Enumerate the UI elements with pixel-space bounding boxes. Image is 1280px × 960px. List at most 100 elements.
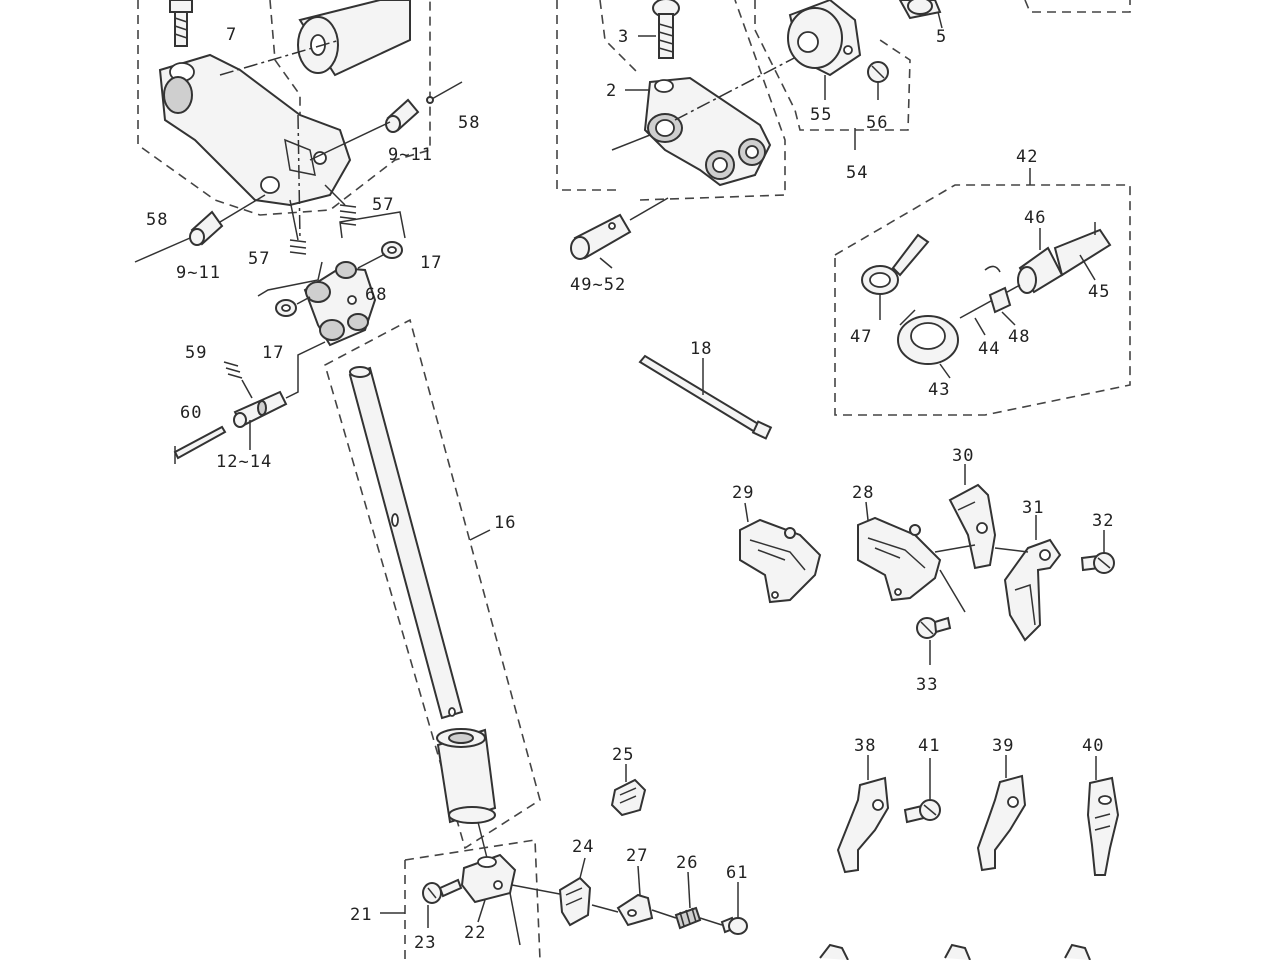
screw-top-left [169, 0, 193, 47]
needle-bar-bushing [436, 728, 497, 824]
collar-54-group [754, 0, 1131, 150]
callout-29: 29 [732, 483, 754, 503]
callout-30: 30 [952, 446, 974, 466]
thread-guide-39 [976, 774, 1027, 872]
callout-58: 58 [458, 113, 480, 133]
callout-9-11: 9~11 [388, 145, 433, 165]
callout-68: 68 [365, 285, 387, 305]
callout-31: 31 [1022, 498, 1044, 518]
callout-55: 55 [810, 105, 832, 125]
washer-17-upper [381, 241, 403, 259]
pin-58-right [426, 81, 463, 104]
callout-46: 46 [1024, 208, 1046, 228]
callout-42: 42 [1016, 147, 1038, 167]
callout-60: 60 [180, 403, 202, 423]
screw-32 [1080, 552, 1115, 574]
callout-17: 17 [420, 253, 442, 273]
callout-3: 3 [618, 27, 629, 47]
screw-61 [720, 916, 748, 935]
callout-21: 21 [350, 905, 372, 925]
screw-41 [903, 799, 941, 824]
callout-5: 5 [936, 27, 947, 47]
callout-2: 2 [606, 81, 617, 101]
hinge-pin-49-52 [570, 213, 632, 260]
needle-bar-crank-group [134, 0, 541, 863]
thread-guide-24 [558, 876, 592, 927]
callout-28: 28 [852, 483, 874, 503]
callout-16: 16 [494, 513, 516, 533]
pin-60 [173, 425, 227, 464]
connecting-link-68 [303, 261, 377, 347]
thread-guide-plate-27 [616, 893, 654, 927]
cable-tie-18 [638, 354, 773, 440]
callout-18: 18 [690, 339, 712, 359]
spring-57-right [339, 204, 357, 226]
callout-25: 25 [612, 745, 634, 765]
pin-58-left [134, 237, 191, 263]
callout-40: 40 [1082, 736, 1104, 756]
thread-guide-30 [948, 483, 997, 570]
callout-39: 39 [992, 736, 1014, 756]
crank-arm [158, 53, 352, 207]
screw-33 [916, 616, 952, 639]
callout-57: 57 [248, 249, 270, 269]
thread-guide-40 [1086, 776, 1120, 876]
thread-guides-28-33 [739, 464, 1115, 665]
crank-rod-group [556, 0, 801, 269]
callout-61: 61 [726, 863, 748, 883]
callout-48: 48 [1008, 327, 1030, 347]
callout-59: 59 [185, 343, 207, 363]
set-screw-56 [867, 61, 889, 83]
collar-55 [787, 0, 862, 77]
callout-38: 38 [854, 736, 876, 756]
callout-49-52: 49~52 [570, 275, 626, 295]
callout-27: 27 [626, 846, 648, 866]
thread-tension-group-42 [638, 168, 1131, 440]
spring-26 [674, 906, 702, 930]
bushing-9-11-right [385, 98, 420, 133]
clamp-22 [460, 853, 517, 904]
stud-12-14 [233, 390, 288, 428]
screw-3 [652, 0, 680, 59]
thread-guide-38 [836, 776, 890, 874]
ring-43 [897, 309, 959, 365]
callout-24: 24 [572, 837, 594, 857]
tension-disc-48 [988, 286, 1012, 314]
spring-57-left [289, 239, 307, 255]
shaft-45 [1053, 222, 1112, 277]
bushing-9-11-left [189, 210, 224, 246]
callout-41: 41 [918, 736, 940, 756]
thread-guides-38-41 [819, 755, 1120, 960]
spring-59 [223, 361, 243, 379]
connecting-rod-2 [643, 76, 772, 187]
thread-guide-28 [857, 516, 942, 602]
needle-bar-16 [324, 318, 541, 850]
callout-17: 17 [262, 343, 284, 363]
callout-32: 32 [1092, 511, 1114, 531]
callout-23: 23 [414, 933, 436, 953]
callout-22: 22 [464, 923, 486, 943]
eyelet-47 [861, 233, 930, 295]
callout-45: 45 [1088, 282, 1110, 302]
callout-54: 54 [846, 163, 868, 183]
callout-47: 47 [850, 327, 872, 347]
thread-guide-31 [1003, 538, 1062, 642]
callout-57: 57 [372, 195, 394, 215]
bushing-cylinder [297, 0, 411, 77]
part-5 [898, 0, 942, 20]
screw-23 [422, 878, 463, 904]
callout-12-14: 12~14 [216, 452, 272, 472]
callout-56: 56 [866, 113, 888, 133]
callout-9-11: 9~11 [176, 263, 221, 283]
washer-17-lower [275, 299, 297, 317]
callout-26: 26 [676, 853, 698, 873]
thread-guide-29 [739, 518, 822, 604]
needle-thread-guide-group [380, 764, 748, 960]
callout-58: 58 [146, 210, 168, 230]
bushing-46 [1017, 246, 1064, 294]
thread-guide-25 [610, 778, 647, 817]
callout-33: 33 [916, 675, 938, 695]
callout-labels: 7 58 9~11 57 58 9~11 57 17 68 17 59 60 1… [146, 25, 1114, 953]
callout-7: 7 [226, 25, 237, 45]
